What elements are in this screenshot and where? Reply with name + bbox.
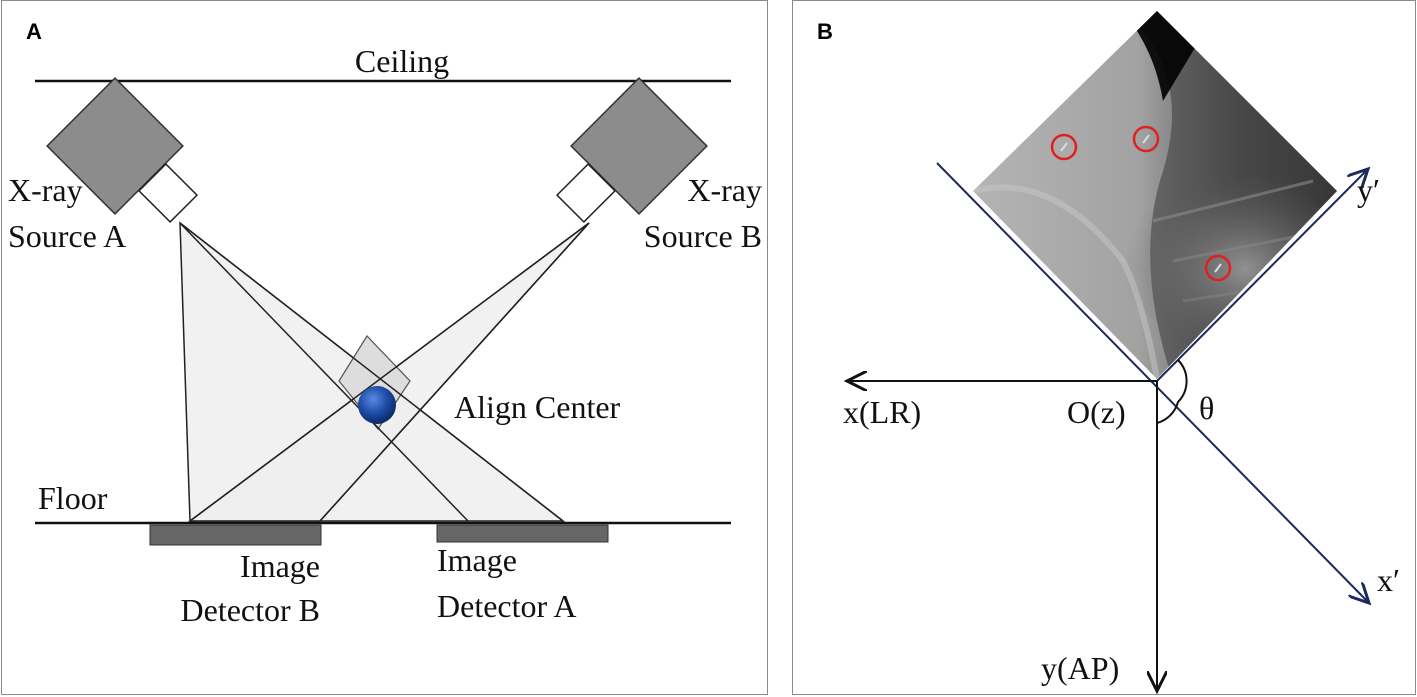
theta-label: θ: [1199, 390, 1214, 426]
x-prime-axis: [936, 162, 1369, 603]
image-detector-b: [149, 524, 322, 546]
fiducial-marker: [1050, 125, 1232, 282]
detector-a-label-line1: Image: [437, 542, 517, 578]
theta-arc: [1156, 359, 1188, 424]
detector-b-label-line1: Image: [240, 548, 320, 584]
ceiling-label: Ceiling: [355, 43, 449, 79]
x-axis-label: x(LR): [843, 394, 921, 430]
panel-b-letter: B: [817, 19, 833, 44]
collimator-b: [555, 162, 617, 224]
align-center-sphere: [358, 386, 396, 424]
origin-label: O(z): [1067, 394, 1126, 430]
y-prime-label: y′: [1357, 172, 1380, 208]
align-center-label: Align Center: [454, 389, 621, 425]
panel-b: B: [792, 0, 1416, 695]
panel-b-diagram: x(LR) O(z) θ y(AP) y′ x′: [843, 11, 1400, 696]
panel-a-diagram: Ceiling Floor X-ray Source A X-ray Sourc…: [8, 43, 762, 628]
image-detector-a: [436, 524, 609, 543]
collimator-a: [137, 162, 199, 224]
xray-image: [973, 11, 1337, 379]
panel-a-letter: A: [26, 19, 42, 44]
detector-a-label-line2: Detector A: [437, 588, 577, 624]
x-prime-label: x′: [1377, 562, 1400, 598]
source-b-label-line1: X-ray: [687, 172, 762, 208]
source-a-label-line2: Source A: [8, 218, 126, 254]
panel-a: A: [1, 0, 768, 695]
y-prime-axis: [1156, 169, 1368, 382]
y-axis-label: y(AP): [1041, 650, 1119, 686]
detector-b-label-line2: Detector B: [181, 592, 321, 628]
source-b-label-line2: Source B: [644, 218, 762, 254]
source-a-label-line1: X-ray: [8, 172, 83, 208]
floor-label: Floor: [38, 480, 108, 516]
